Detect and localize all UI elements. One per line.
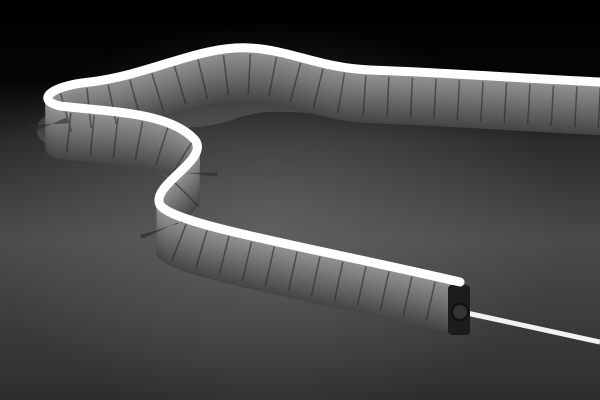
power-cable — [461, 309, 600, 345]
light-diffuser-top — [43, 43, 600, 287]
connector-plug — [451, 303, 469, 321]
